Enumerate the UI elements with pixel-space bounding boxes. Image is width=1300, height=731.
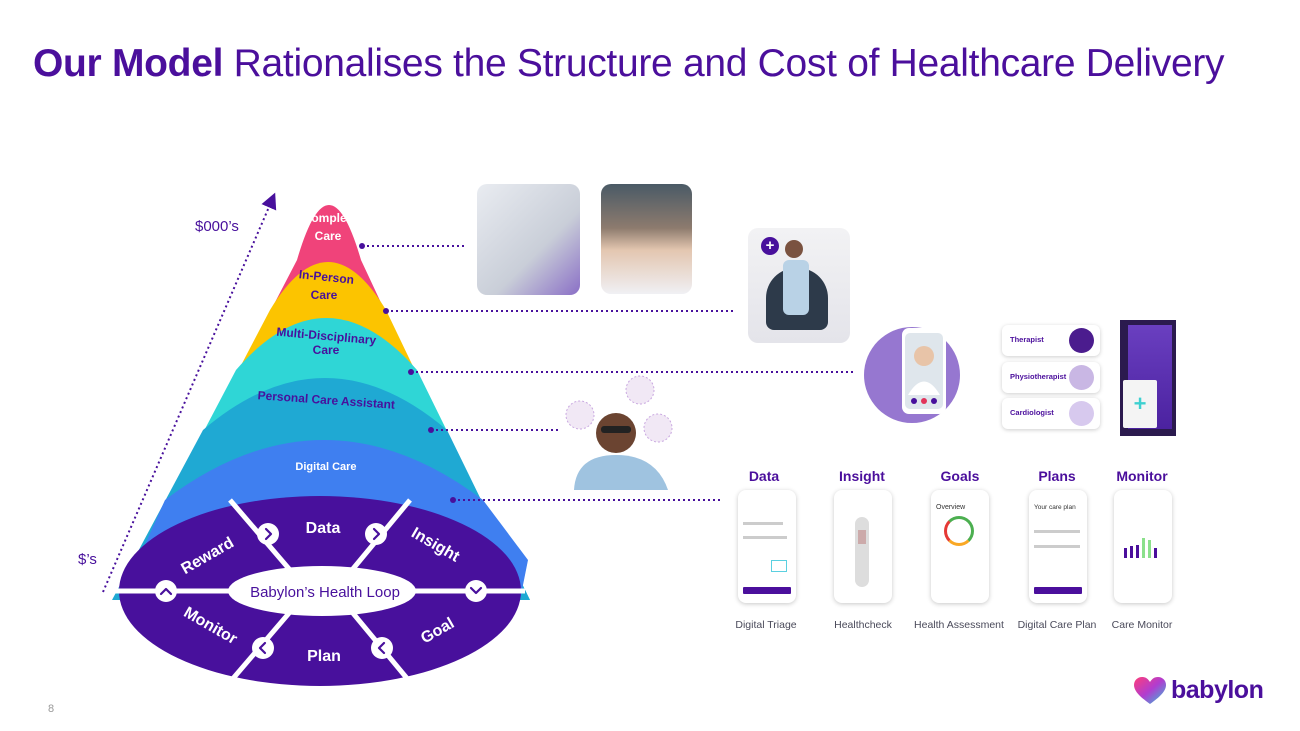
chevron-left-icon: [252, 637, 274, 659]
specialist-label: Physiotherapist: [1010, 372, 1067, 381]
chevron-down-icon: [465, 580, 487, 602]
specialist-label: Cardiologist: [1010, 408, 1054, 417]
app-title-monitor: Monitor: [1116, 468, 1168, 484]
care-assistant-image: [565, 375, 673, 490]
app-caption: Digital Care Plan: [1017, 619, 1097, 631]
specialist-card-therapist: Therapist: [1002, 325, 1100, 356]
babylon-logo: babylon: [1134, 676, 1264, 705]
pharmacy-delivery-image: +: [1120, 320, 1176, 436]
phone-heading: Overview: [936, 504, 966, 511]
video-consult-image: [864, 327, 960, 423]
plus-icon: +: [761, 237, 779, 255]
digital-triage-phone: [738, 490, 796, 603]
loop-center-label: Babylon’s Health Loop: [250, 584, 400, 601]
chevron-left-icon: [371, 637, 393, 659]
health-assessment-phone: Overview: [931, 490, 989, 603]
loop-segment-plan: Plan: [307, 648, 341, 665]
title-rest: Rationalises the Structure and Cost of H…: [223, 42, 1225, 85]
app-title-insight: Insight: [839, 468, 885, 484]
level-label: Care: [315, 229, 342, 243]
app-title-plans: Plans: [1038, 468, 1076, 484]
app-title-data: Data: [748, 468, 780, 484]
level-label: In-Person: [298, 267, 355, 287]
level-label: Complex: [303, 211, 354, 225]
title-bold: Our Model: [33, 42, 224, 85]
health-loop: Babylon’s Health Loop Data Insight Goal …: [115, 496, 525, 686]
cost-axis-arrow: [102, 192, 277, 593]
app-title-goals: Goals: [940, 468, 980, 484]
healthcheck-phone: [834, 490, 892, 603]
logo-text: babylon: [1171, 676, 1264, 704]
app-caption: Healthcheck: [834, 619, 892, 631]
page-title: Our Model Rationalises the Structure and…: [33, 42, 1225, 86]
specialist-label: Therapist: [1010, 335, 1044, 344]
chevron-right-icon: [257, 523, 279, 545]
care-monitor-phone: [1114, 490, 1172, 603]
loop-segment-data: Data: [306, 520, 341, 537]
app-caption: Health Assessment: [914, 619, 1004, 631]
axis-top-label: $000’s: [195, 218, 239, 235]
in-person-care-photo: [601, 184, 692, 294]
connectors: [359, 243, 856, 503]
chevron-right-icon: [365, 523, 387, 545]
complex-care-photo: [477, 184, 580, 295]
page-number: 8: [48, 703, 55, 715]
app-caption: Digital Triage: [735, 619, 797, 631]
level-label: Care: [311, 288, 338, 302]
axis-bottom-label: $’s: [78, 551, 97, 568]
specialist-card-physiotherapist: Physiotherapist: [1002, 362, 1100, 393]
app-caption: Care Monitor: [1111, 619, 1173, 631]
digital-care-plan-phone: Your care plan: [1029, 490, 1087, 603]
level-label: Digital Care: [295, 461, 356, 473]
level-label: Care: [313, 343, 340, 357]
chevron-up-icon: [155, 580, 177, 602]
heart-logo-icon: [1134, 676, 1166, 704]
multidisciplinary-care-photo: +: [748, 228, 850, 343]
phone-heading: Your care plan: [1034, 504, 1076, 511]
specialist-card-cardiologist: Cardiologist: [1002, 398, 1100, 429]
